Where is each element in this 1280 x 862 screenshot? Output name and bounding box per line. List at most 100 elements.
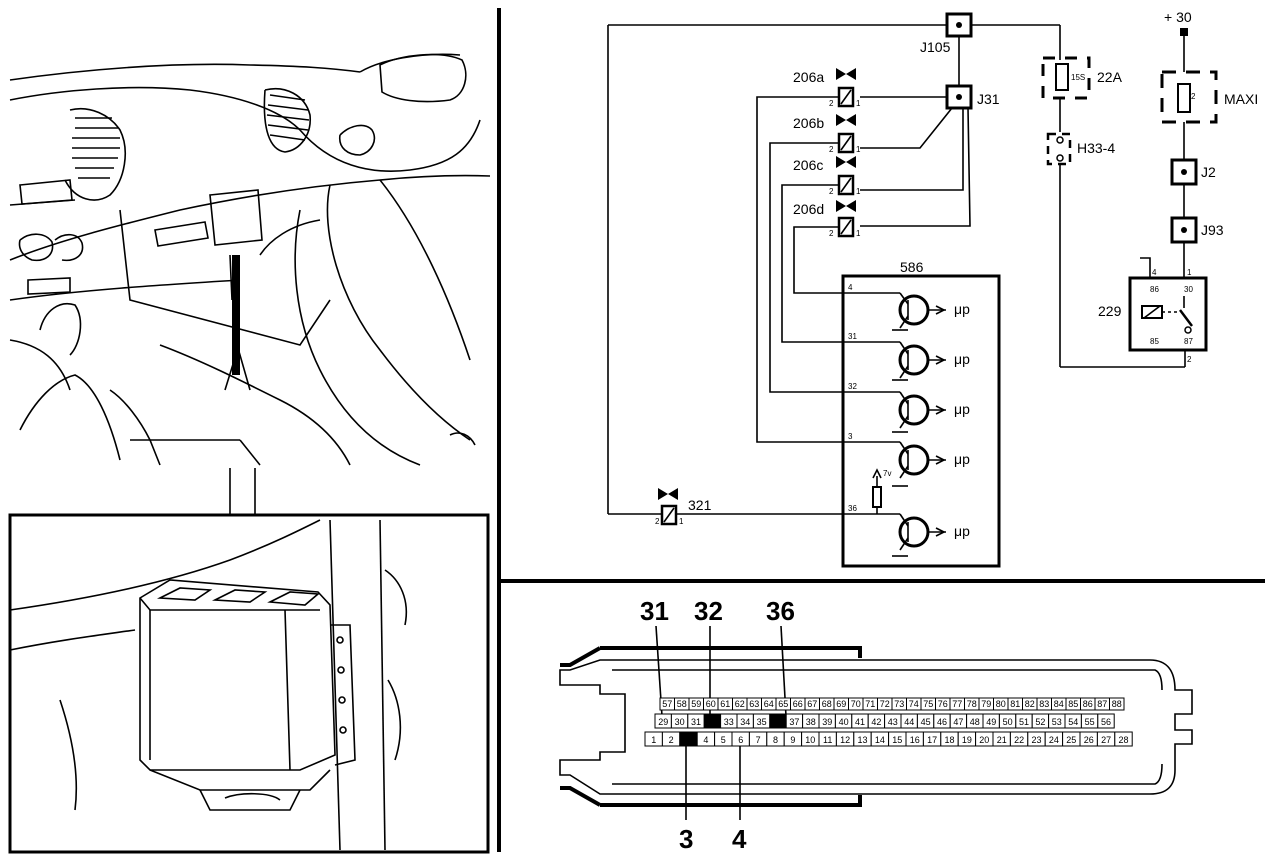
- pin-label: 68: [822, 699, 832, 709]
- pin-label: 88: [1112, 699, 1122, 709]
- pin-label: 27: [1101, 735, 1111, 745]
- maxi-label: MAXI: [1224, 91, 1258, 107]
- pin-label: 59: [691, 699, 701, 709]
- svg-text:30: 30: [1184, 285, 1193, 294]
- pin-label: 12: [840, 735, 850, 745]
- svg-text:86: 86: [1150, 285, 1159, 294]
- relay-229: [1128, 276, 1208, 352]
- pin-label: 65: [778, 699, 788, 709]
- pin-label: 73: [894, 699, 904, 709]
- pin-label: 45: [921, 717, 931, 727]
- pin-label: 32: [707, 717, 717, 727]
- callout-31: 31: [640, 596, 669, 626]
- svg-text:1: 1: [856, 99, 861, 108]
- svg-text:7v: 7v: [883, 469, 891, 478]
- sensor-321-label: 321: [688, 497, 712, 513]
- pin-label: 1: [651, 735, 656, 745]
- pin-label: 67: [807, 699, 817, 709]
- pin-label: 53: [1052, 717, 1062, 727]
- pin-label: 9: [790, 735, 795, 745]
- pin-label: 34: [740, 717, 750, 727]
- callout-32: 32: [694, 596, 723, 626]
- svg-text:1: 1: [856, 229, 861, 238]
- svg-text:36: 36: [848, 504, 857, 513]
- pin-label: 24: [1049, 735, 1059, 745]
- plus30-label: + 30: [1164, 9, 1192, 25]
- maxi-fuse: [1160, 70, 1218, 124]
- pin-cell: [1097, 713, 1115, 729]
- svg-text:1: 1: [1187, 268, 1192, 277]
- pin-label: 37: [789, 717, 799, 727]
- pin-label: 17: [927, 735, 937, 745]
- wiring-schematic: J105 J31 206a 2 1 206b 2 1: [607, 9, 1258, 568]
- svg-text:4: 4: [848, 283, 853, 292]
- module-pointer: [232, 255, 240, 375]
- valve-206c: 206c 2 1: [793, 156, 861, 196]
- pin-label: 14: [875, 735, 885, 745]
- pin-label: 8: [773, 735, 778, 745]
- pin-label: 10: [805, 735, 815, 745]
- pin-label: 81: [1010, 699, 1020, 709]
- pin-cell: [1109, 697, 1125, 711]
- pin-label: 46: [937, 717, 947, 727]
- svg-text:2: 2: [829, 145, 834, 154]
- pin-label: 40: [839, 717, 849, 727]
- pin-label: 86: [1083, 699, 1093, 709]
- pin-label: 44: [904, 717, 914, 727]
- pin-label: 82: [1025, 699, 1035, 709]
- pin-label: 58: [677, 699, 687, 709]
- pin-label: 52: [1035, 717, 1045, 727]
- svg-text:μp: μp: [954, 401, 970, 417]
- pin-label: 6: [738, 735, 743, 745]
- transistor-3: μp: [892, 391, 970, 433]
- valve-206a-label: 206a: [793, 69, 824, 85]
- pin-label: 74: [909, 699, 919, 709]
- svg-text:85: 85: [1150, 337, 1159, 346]
- pin-label: 64: [764, 699, 774, 709]
- h33-4-label: H33-4: [1077, 140, 1115, 156]
- pin-label: 76: [938, 699, 948, 709]
- pin-label: 85: [1068, 699, 1078, 709]
- pin-label: 28: [1118, 735, 1128, 745]
- pin-label: 22: [1014, 735, 1024, 745]
- pin-label: 80: [996, 699, 1006, 709]
- pin-label: 41: [855, 717, 865, 727]
- j31-label: J31: [977, 91, 1000, 107]
- pin-label: 56: [1101, 717, 1111, 727]
- pin-label: 5: [721, 735, 726, 745]
- transistor-1: μp: [892, 292, 970, 331]
- pin-label: 79: [981, 699, 991, 709]
- valve-206a: 206a 2 1: [793, 68, 861, 108]
- pin-label: 7: [756, 735, 761, 745]
- pin-label: 23: [1031, 735, 1041, 745]
- svg-text:87: 87: [1184, 337, 1193, 346]
- control-module-illustration: [9, 519, 408, 851]
- pin-label: 71: [865, 699, 875, 709]
- pin-label: 63: [749, 699, 759, 709]
- fuse-22a: [1041, 56, 1091, 100]
- pin-label: 36: [773, 717, 783, 727]
- pin-label: 62: [735, 699, 745, 709]
- svg-text:31: 31: [848, 332, 857, 341]
- pin-label: 60: [706, 699, 716, 709]
- svg-text:2: 2: [655, 517, 660, 526]
- pin-label: 66: [793, 699, 803, 709]
- pin-label: 84: [1054, 699, 1064, 709]
- svg-text:μp: μp: [954, 523, 970, 539]
- valve-206c-label: 206c: [793, 157, 823, 173]
- pin-label: 69: [836, 699, 846, 709]
- pin-label: 31: [691, 717, 701, 727]
- valve-206d: 206d 2 1: [793, 200, 861, 238]
- pin-label: 49: [986, 717, 996, 727]
- pin-label: 11: [823, 735, 832, 745]
- callout-36: 36: [766, 596, 795, 626]
- pin-label: 19: [962, 735, 972, 745]
- module-586: [841, 274, 1001, 568]
- pin-label: 72: [880, 699, 890, 709]
- pin-label: 30: [675, 717, 685, 727]
- module-586-label: 586: [900, 259, 924, 275]
- pin-label: 20: [979, 735, 989, 745]
